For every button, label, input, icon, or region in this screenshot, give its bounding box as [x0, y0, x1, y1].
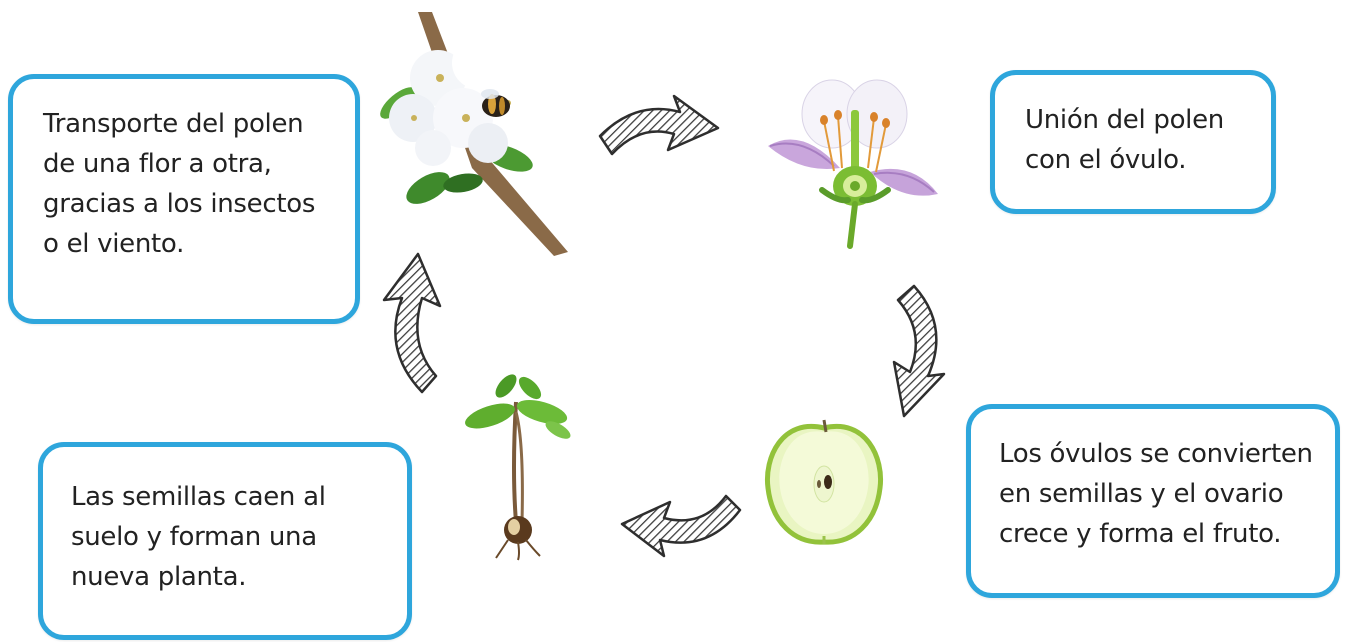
- sprouting-seedling-image: [460, 372, 578, 562]
- step-germination-line-1: Las semillas caen al: [71, 477, 397, 517]
- step-fertilization-line-2: con el óvulo.: [1025, 140, 1261, 180]
- step-germination-line-2: suelo y forman una: [71, 517, 397, 557]
- step-fruit-line-2: en semillas y el ovario: [999, 474, 1325, 514]
- curved-arrow-left-icon: [618, 488, 746, 560]
- step-pollination-line-4: o el viento.: [43, 224, 345, 264]
- step-pollination-line-2: de una flor a otra,: [43, 144, 345, 184]
- flower-cross-section-image: [762, 76, 946, 248]
- step-pollination-line-1: Transporte del polen: [43, 104, 345, 144]
- step-fruit-line-3: crece y forma el fruto.: [999, 514, 1325, 554]
- curved-arrow-right-icon: [594, 92, 724, 164]
- step-fertilization-line-1: Unión del polen: [1025, 100, 1261, 140]
- step-germination-line-3: nueva planta.: [71, 557, 397, 597]
- cut-apple-half-image: [762, 418, 886, 548]
- step-fruit-line-1: Los óvulos se convierten: [999, 434, 1325, 474]
- step-germination-box: Las semillas caen al suelo y forman una …: [38, 442, 412, 640]
- step-fertilization-box: Unión del polen con el óvulo.: [990, 70, 1276, 214]
- curved-arrow-down-icon: [884, 282, 958, 420]
- step-pollination-line-3: gracias a los insectos: [43, 184, 345, 224]
- curved-arrow-up-icon: [378, 250, 454, 396]
- step-fruit-box: Los óvulos se convierten en semillas y e…: [966, 404, 1340, 598]
- step-pollination-box: Transporte del polen de una flor a otra,…: [8, 74, 360, 324]
- flowering-branch-with-bee-image: [368, 8, 578, 258]
